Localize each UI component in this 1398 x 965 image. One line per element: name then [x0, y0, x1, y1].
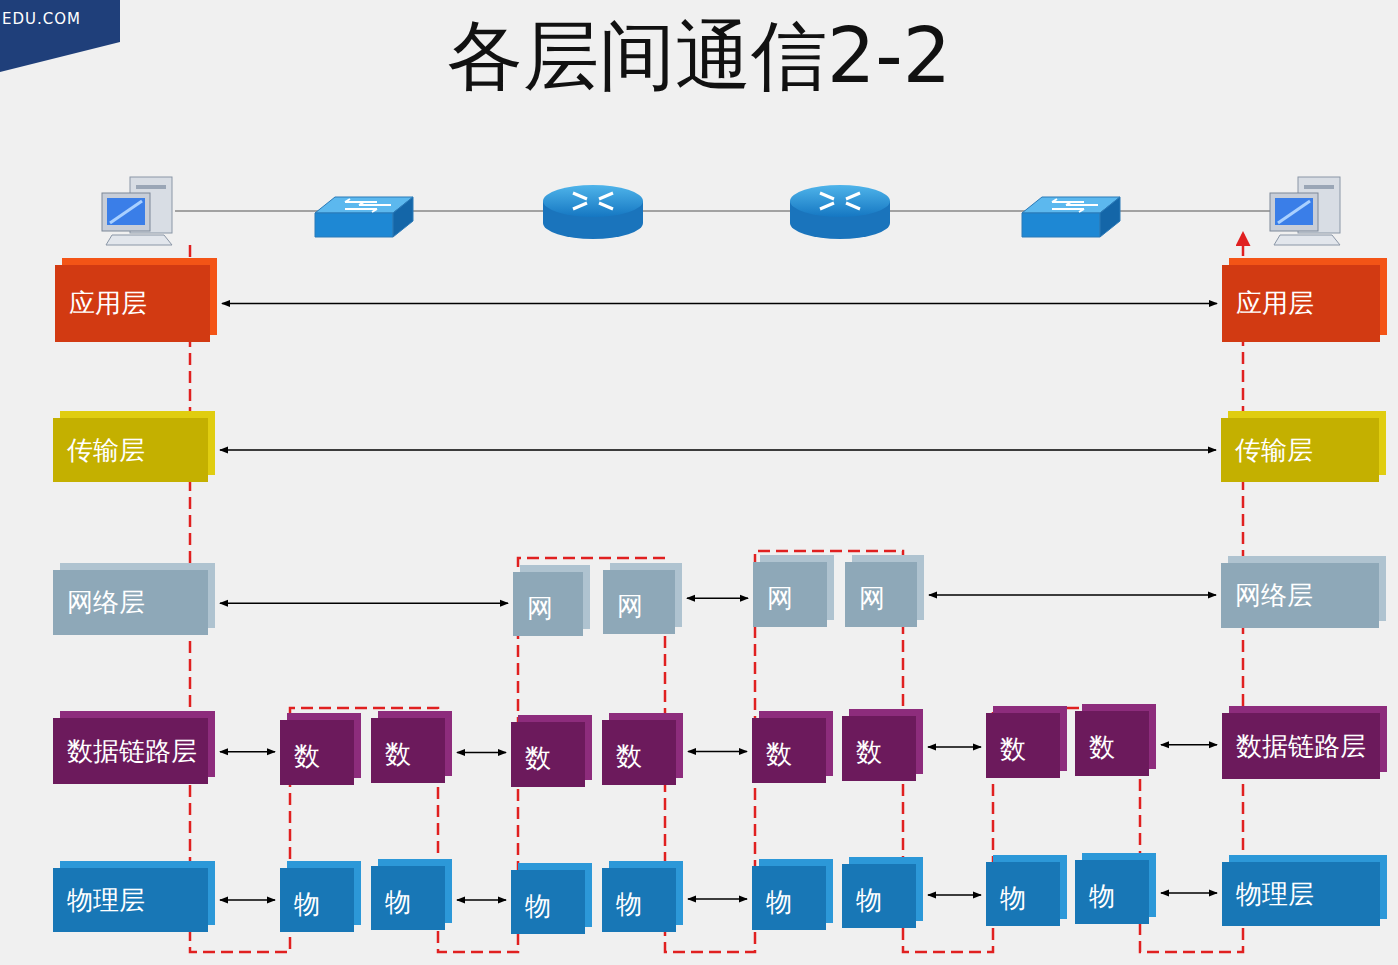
layer-abbrev: 网: [767, 584, 793, 613]
layer-cell: 数: [280, 720, 354, 785]
layer-cell: 物: [280, 868, 354, 932]
computer-icon: [1270, 177, 1340, 245]
layer-abbrev: 物: [385, 888, 411, 917]
switch-icon: [315, 197, 413, 237]
layer-cell: 数: [1075, 711, 1149, 776]
layer-abbrev: 数: [856, 738, 882, 767]
layer-block: 网络层: [53, 570, 208, 635]
layer-cell: 数: [986, 713, 1060, 778]
layer-block: 数据链路层: [53, 718, 208, 784]
layer-name: 应用层: [69, 289, 147, 318]
layer-link: [220, 603, 508, 604]
layer-cell: 网: [603, 570, 675, 634]
layer-block: 数据链路层: [1222, 713, 1380, 779]
diagram-title: 各层间通信2-2: [0, 14, 1398, 98]
layer-name: 网络层: [1235, 581, 1313, 610]
router-icon: [543, 185, 643, 239]
layer-block: 应用层: [55, 265, 210, 342]
layer-abbrev: 数: [1000, 735, 1026, 764]
switch-icon: [1022, 197, 1120, 237]
layer-name: 数据链路层: [67, 737, 197, 766]
layer-abbrev: 数: [525, 744, 551, 773]
layer-link: [220, 899, 275, 900]
layer-abbrev: 物: [1089, 882, 1115, 911]
layer-name: 物理层: [1236, 880, 1314, 909]
computer-icon: [102, 177, 172, 245]
layer-link: [457, 899, 506, 900]
layer-cell: 数: [842, 716, 916, 781]
layer-name: 物理层: [67, 886, 145, 915]
layer-name: 应用层: [1236, 289, 1314, 318]
layer-abbrev: 网: [527, 594, 553, 623]
layer-abbrev: 物: [616, 890, 642, 919]
layer-link: [1161, 744, 1217, 745]
layer-cell: 数: [371, 718, 445, 783]
layer-name: 传输层: [67, 436, 145, 465]
layer-abbrev: 数: [1089, 733, 1115, 762]
layer-block: 网络层: [1221, 563, 1379, 628]
layer-cell: 数: [752, 718, 826, 783]
layer-link: [928, 894, 981, 895]
layer-cell: 物: [842, 864, 916, 928]
data-flow-path: [190, 234, 1243, 952]
layer-abbrev: 网: [617, 592, 643, 621]
logo-text: EDU.COM: [2, 10, 81, 28]
layer-block: 传输层: [53, 418, 208, 482]
layer-link: [929, 594, 1216, 595]
layer-name: 网络层: [67, 588, 145, 617]
layer-link: [220, 751, 275, 752]
layer-abbrev: 物: [525, 892, 551, 921]
layer-block: 物理层: [53, 868, 208, 932]
layer-link: [688, 751, 747, 752]
layer-abbrev: 数: [294, 742, 320, 771]
layer-cell: 物: [371, 866, 445, 930]
layer-abbrev: 网: [859, 584, 885, 613]
layer-cell: 物: [602, 868, 676, 932]
layer-link: [220, 449, 1216, 450]
layer-cell: 物: [511, 870, 585, 934]
layer-name: 传输层: [1235, 436, 1313, 465]
layer-block: 传输层: [1221, 418, 1379, 482]
layer-abbrev: 物: [294, 890, 320, 919]
layer-cell: 网: [845, 562, 917, 627]
layer-cell: 物: [1075, 860, 1149, 924]
layer-link: [928, 746, 981, 747]
layer-abbrev: 物: [766, 888, 792, 917]
layer-cell: 物: [986, 862, 1060, 926]
layer-link: [687, 598, 748, 599]
layer-abbrev: 数: [766, 740, 792, 769]
layer-abbrev: 物: [856, 886, 882, 915]
layer-link: [457, 752, 506, 753]
layer-cell: 网: [513, 572, 583, 636]
layer-abbrev: 数: [385, 740, 411, 769]
layer-cell: 物: [752, 866, 826, 930]
layer-name: 数据链路层: [1236, 732, 1366, 761]
layer-link: [1161, 892, 1217, 893]
router-icon: [790, 185, 890, 239]
logo-band: [0, 0, 120, 72]
layer-link: [688, 898, 747, 899]
layer-abbrev: 数: [616, 742, 642, 771]
layer-block: 应用层: [1222, 265, 1380, 342]
layer-cell: 网: [753, 562, 827, 627]
layer-cell: 数: [602, 720, 676, 785]
layer-block: 物理层: [1222, 862, 1380, 926]
layer-link: [222, 303, 1217, 304]
layer-cell: 数: [511, 722, 585, 787]
layer-abbrev: 物: [1000, 884, 1026, 913]
